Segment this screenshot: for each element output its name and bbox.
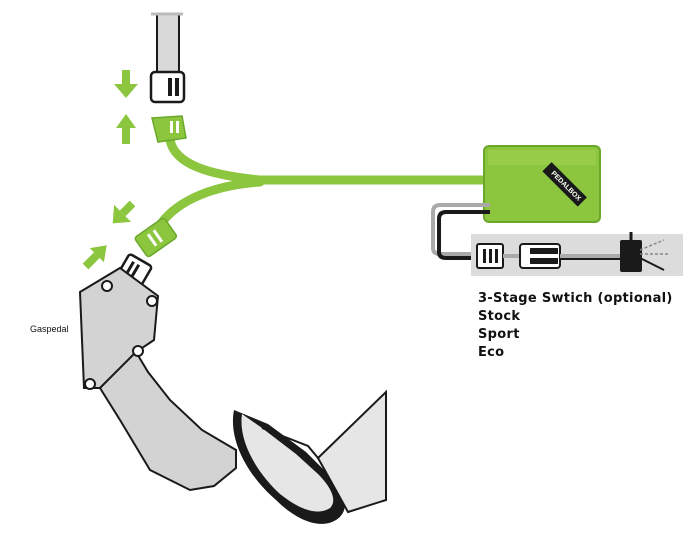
switch-title: 3-Stage Swtich (optional) [478,291,673,306]
pedal-label: Gaspedal [30,324,69,334]
car-plug-connector [149,12,186,104]
arrow-down-icon [114,70,138,98]
green-connector-upper [151,115,187,143]
switch-info: 3-Stage Swtich (optional) Stock Sport Ec… [478,290,673,362]
foot-shoe [232,389,387,524]
switch-option-stock: Stock [478,309,521,324]
gas-pedal-assembly [78,253,237,492]
tuning-module-box [483,145,601,223]
green-connector-lower [134,217,178,258]
arrow-up-icon [82,245,107,270]
switch-option-sport: Sport [478,327,520,342]
switch-wires [431,203,490,260]
switch-panel [471,234,683,276]
toggle-switch-icon [620,232,668,272]
switch-option-eco: Eco [478,345,505,360]
arrow-down-icon [112,200,136,224]
arrow-up-icon [116,114,136,144]
